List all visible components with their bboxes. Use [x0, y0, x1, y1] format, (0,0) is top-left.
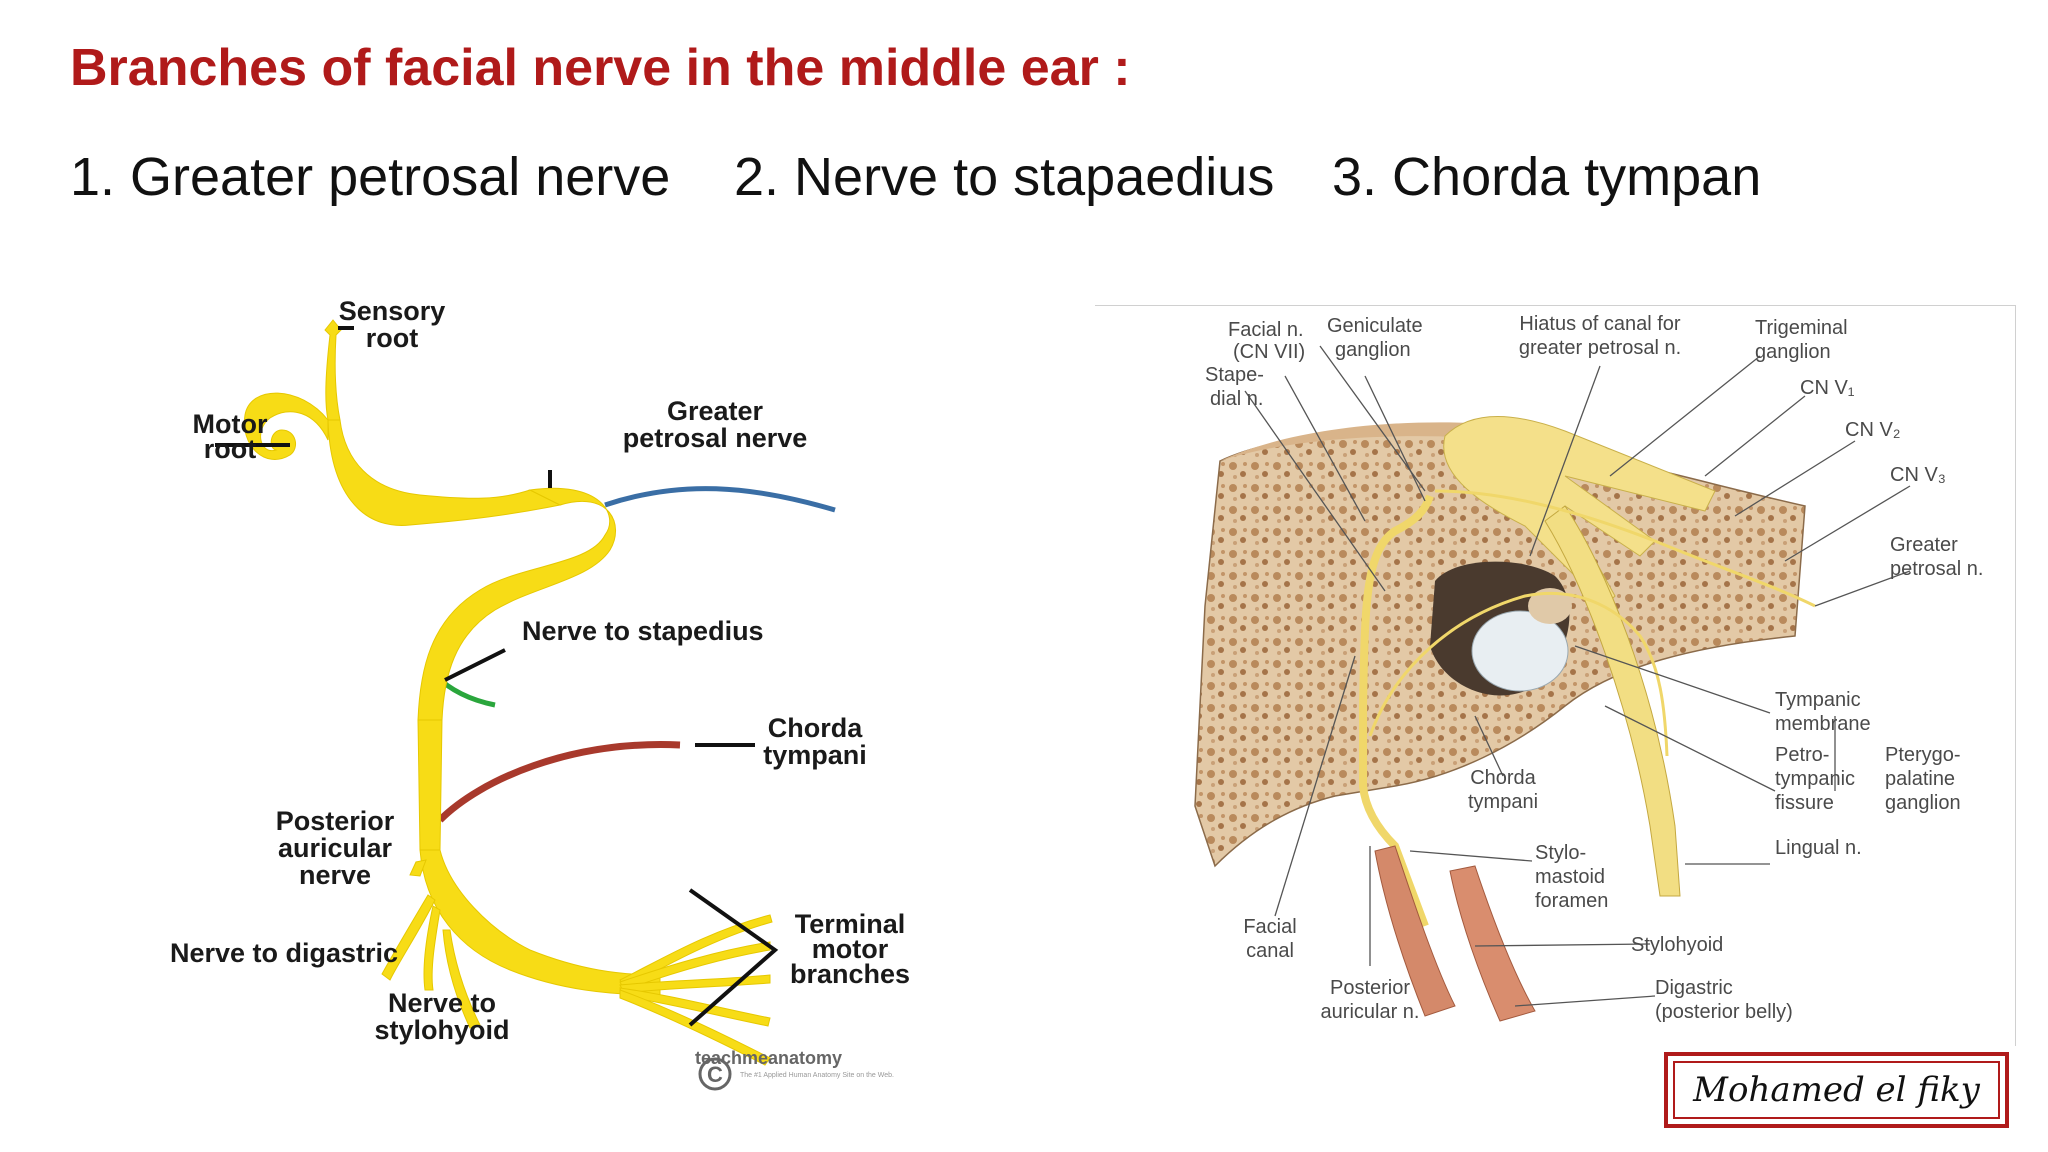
label-stylohyoid: Stylohyoid	[1631, 934, 1723, 956]
label-lingual: Lingual n.	[1775, 837, 1862, 859]
greater-petrosal-branch	[604, 486, 836, 513]
label-pterygopalatine-2: palatine	[1885, 768, 1955, 790]
label-motor-root-2: root	[204, 434, 256, 464]
facial-nerve-shape	[1359, 494, 1434, 928]
label-cn-v1: CN V₁	[1800, 377, 1855, 399]
right-labels: Facial n. (CN VII) Geniculate ganglion H…	[1205, 313, 1983, 1023]
label-facial-n-2: (CN VII)	[1233, 341, 1305, 363]
label-petrotympanic: Petro-	[1775, 744, 1829, 766]
right-leaders	[1244, 345, 1911, 1007]
signature-text: Mohamed el fiky	[1673, 1061, 2000, 1119]
label-tympanic-membrane: Tympanic	[1775, 689, 1861, 711]
label-petrotympanic-3: fissure	[1775, 792, 1834, 814]
branch-item-stapedius: 2. Nerve to stapaedius	[734, 147, 1275, 207]
label-facial-canal: Facial	[1243, 916, 1296, 938]
label-posterior-auricular-2: auricular	[278, 833, 393, 863]
label-greater-petrosal: Greater	[667, 396, 764, 426]
label-nerve-to-stapedius: Nerve to stapedius	[522, 616, 764, 646]
label-tympanic-membrane-2: membrane	[1775, 713, 1871, 735]
ossicle-shape	[1528, 588, 1572, 624]
slide-title: Branches of facial nerve in the middle e…	[70, 39, 1131, 97]
label-trigeminal: Trigeminal	[1755, 317, 1848, 339]
label-posterior-auricular: Posterior	[276, 806, 395, 836]
facial-nerve-schematic-svg: Sensory root Motor root Greater petrosal…	[170, 296, 910, 1091]
label-motor-root: Motor	[193, 409, 268, 439]
label-sensory-root: Sensory	[339, 296, 446, 326]
left-labels: Sensory root Motor root Greater petrosal…	[170, 296, 910, 1045]
credit-text: teachmeanatomy	[695, 1048, 843, 1068]
chorda-tympani-branch	[437, 741, 681, 823]
label-nerve-to-stylohyoid-2: stylohyoid	[374, 1015, 509, 1045]
greater-petrosal-shape	[1434, 489, 1816, 608]
copyright-icon: C	[698, 1057, 732, 1091]
label-trigeminal-2: ganglion	[1755, 341, 1831, 363]
trigeminal-ganglion-shape	[1443, 416, 1716, 607]
label-facial-canal-2: canal	[1246, 940, 1294, 962]
label-cn-v3: CN V₃	[1890, 464, 1946, 486]
terminal-brace	[688, 888, 779, 1027]
leader-stapedius	[444, 648, 506, 682]
label-chorda-tympani-r-2: tympani	[1468, 791, 1538, 813]
label-greater-petrosal-r: Greater	[1890, 534, 1958, 556]
svg-text:C: C	[707, 1062, 723, 1087]
label-cn-v2: CN V₂	[1845, 419, 1901, 441]
label-greater-petrosal-r-2: petrosal n.	[1890, 558, 1983, 580]
credit-tagline: The #1 Applied Human Anatomy Site on the…	[740, 1072, 894, 1079]
label-geniculate-2: ganglion	[1335, 339, 1411, 361]
label-stapedial: Stape-	[1205, 364, 1264, 386]
branch-item-chorda-tympani: 3. Chorda tympan	[1332, 147, 1762, 207]
label-digastric-2: (posterior belly)	[1655, 1001, 1793, 1023]
label-stylomastoid-2: mastoid	[1535, 866, 1605, 888]
label-chorda-tympani: Chorda	[768, 713, 863, 743]
facial-nerve-trunk	[243, 319, 773, 1066]
label-pterygopalatine-3: ganglion	[1885, 792, 1961, 814]
label-hiatus: Hiatus of canal for	[1519, 313, 1681, 335]
digastric-muscle	[1449, 865, 1536, 1022]
label-posterior-auricular-r: Posterior	[1330, 977, 1410, 999]
label-nerve-to-stylohyoid: Nerve to	[388, 988, 496, 1018]
chorda-tympani-shape	[1368, 591, 1669, 757]
label-stylomastoid-3: foramen	[1535, 890, 1608, 912]
label-geniculate: Geniculate	[1327, 315, 1423, 337]
label-nerve-to-digastric: Nerve to digastric	[170, 938, 398, 968]
label-posterior-auricular-r-2: auricular n.	[1321, 1001, 1420, 1023]
stylohyoid-muscle	[1374, 845, 1456, 1017]
label-hiatus-2: greater petrosal n.	[1519, 337, 1681, 359]
label-facial-n: Facial n.	[1228, 319, 1304, 341]
label-chorda-tympani-2: tympani	[763, 740, 867, 770]
middle-ear-anatomy-svg: Facial n. (CN VII) Geniculate ganglion H…	[1194, 313, 1983, 1023]
label-chorda-tympani-r: Chorda	[1470, 767, 1536, 789]
branch-item-greater-petrosal: 1. Greater petrosal nerve	[70, 147, 671, 207]
label-greater-petrosal-2: petrosal nerve	[623, 423, 808, 453]
cn-v3-trunk	[1544, 505, 1681, 897]
label-petrotympanic-2: tympanic	[1775, 768, 1855, 790]
label-stylomastoid: Stylo-	[1535, 842, 1586, 864]
label-pterygopalatine: Pterygo-	[1885, 744, 1961, 766]
label-posterior-auricular-3: nerve	[299, 860, 371, 890]
label-terminal-motor-2: motor	[812, 934, 889, 964]
label-terminal-motor-3: branches	[790, 959, 910, 989]
label-stapedial-2: dial n.	[1210, 388, 1263, 410]
facial-nerve-schematic: Sensory root Motor root Greater petrosal…	[150, 290, 940, 1130]
label-terminal-motor: Terminal	[795, 909, 906, 939]
label-sensory-root-2: root	[366, 323, 418, 353]
tympanic-membrane-shape	[1471, 610, 1569, 692]
signature-box: Mohamed el fiky	[1664, 1052, 2009, 1128]
label-digastric: Digastric	[1655, 977, 1733, 999]
middle-ear-anatomy-illustration: Facial n. (CN VII) Geniculate ganglion H…	[1095, 305, 2016, 1046]
